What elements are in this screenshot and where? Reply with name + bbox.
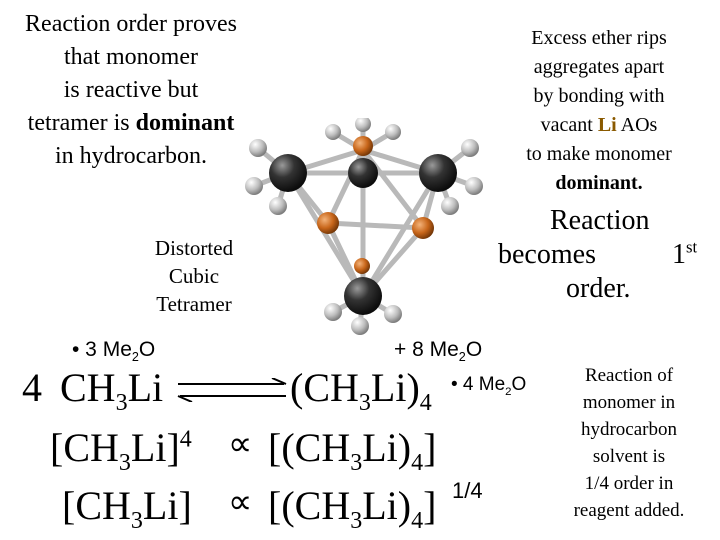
order-note-first: 1st — [672, 238, 697, 272]
forward-arrow-head — [271, 378, 287, 385]
note-bottom-right-line4: solvent is — [592, 446, 666, 467]
left-solvent-label: • 3 Me2O — [72, 338, 156, 365]
rl1-left-sup: 4 — [179, 426, 192, 453]
rl1-left-close: Li] — [130, 425, 180, 470]
note-top-left-line2: that monomer — [64, 44, 198, 70]
rl1-right-open: [(CH — [268, 425, 351, 470]
rl2-left-sub: 3 — [130, 508, 143, 534]
order-note-line2: becomes 1st — [492, 238, 718, 272]
left-solvent-sub: 2 — [131, 350, 139, 365]
rl1-left-open: [CH — [50, 425, 119, 470]
hydrogen-atoms — [245, 118, 483, 335]
note-top-right-line3: by bonding with — [533, 85, 665, 107]
order-note-line3: order. — [566, 273, 631, 304]
rl2-right-close: ] — [423, 483, 437, 528]
structure-label-line3: Tetramer — [156, 292, 232, 316]
rate-law-row1-right: [(CH3Li)4] — [268, 425, 437, 476]
note-top-right-line4: vacant Li AOs — [480, 111, 718, 140]
note-top-right-line1: Excess ether rips — [531, 27, 667, 49]
rate-law-row2-left: [CH3Li] — [62, 483, 192, 534]
rl1-right-close: ] — [423, 425, 437, 470]
order-note-line1: Reaction — [550, 205, 650, 236]
note-top-left-dominant: dominant — [135, 110, 235, 136]
reactant-sub: 3 — [115, 390, 128, 416]
order-note-first-sup: st — [686, 237, 698, 257]
proportional-symbol-2: ∝ — [228, 484, 253, 521]
note-top-right-li: Li — [597, 114, 617, 136]
equilibrium-arrows — [177, 378, 287, 402]
product-open: (CH — [290, 365, 359, 410]
rl1-right-mid: Li) — [362, 425, 412, 470]
rl2-left-close: Li] — [142, 483, 192, 528]
right-solvent-label: + 8 Me2O — [394, 338, 483, 365]
order-note-becomes: becomes — [498, 239, 596, 270]
reactant-coefficient: 4 — [22, 365, 42, 410]
structure-label-line1: Distorted — [154, 236, 234, 260]
right-solvent-text: + 8 Me — [394, 338, 459, 361]
proportional-symbol-1: ∝ — [228, 426, 253, 463]
note-top-right-line4-post: AOs — [616, 114, 658, 136]
note-top-left-line4-text: tetramer is — [27, 110, 136, 136]
note-top-left: Reaction order proves that monomer is re… — [0, 8, 262, 173]
note-top-left-line4: tetramer is dominant — [0, 107, 262, 140]
rl2-right-sub2: 4 — [411, 508, 424, 534]
product-mid: Li) — [370, 365, 420, 410]
reactant-li: Li — [127, 365, 164, 410]
adduct-text: • 4 Me — [451, 374, 506, 395]
rate-law-row2-right: [(CH3Li)4] — [268, 483, 437, 534]
note-bottom-right-line6: reagent added. — [573, 500, 685, 521]
rl1-left-sub: 3 — [118, 450, 131, 476]
adduct-tail: O — [511, 374, 527, 395]
product-tetramer: (CH3Li)4 — [290, 365, 432, 416]
rl2-right-open: [(CH — [268, 483, 351, 528]
structure-label: Distorted Cubic Tetramer — [130, 234, 258, 318]
note-bottom-right: Reaction of monomer in hydrocarbon solve… — [540, 362, 718, 524]
note-top-right-line6: dominant. — [555, 172, 643, 194]
note-bottom-right-line2: monomer in — [582, 392, 676, 413]
note-bottom-right-line3: hydrocarbon — [580, 419, 678, 440]
rl1-right-sub1: 3 — [350, 450, 363, 476]
tetramer-molecule-model — [245, 118, 483, 335]
right-solvent-sub: 2 — [458, 350, 466, 365]
note-top-left-line3: is reactive but — [63, 77, 199, 103]
product-sub2: 4 — [419, 390, 432, 416]
product-sub1: 3 — [358, 390, 371, 416]
product-ether-adduct: • 4 Me2O — [451, 374, 527, 398]
note-top-right-line2: aggregates apart — [533, 56, 665, 78]
note-top-right-line4-pre: vacant — [540, 114, 598, 136]
rl2-right-sub1: 3 — [350, 508, 363, 534]
reactant-monomer: 4 CH3Li — [22, 365, 164, 416]
note-top-right: Excess ether rips aggregates apart by bo… — [480, 24, 718, 198]
note-top-left-line1: Reaction order proves — [25, 11, 237, 37]
left-solvent-text: • 3 Me — [72, 338, 132, 361]
rl2-right-exponent: 1/4 — [452, 478, 483, 503]
rl2-left-open: [CH — [62, 483, 131, 528]
right-solvent-tail: O — [465, 338, 483, 361]
note-top-right-line5: to make monomer — [526, 143, 672, 165]
order-note: Reaction becomes 1st order. — [492, 204, 718, 306]
carbon-atoms — [269, 154, 457, 315]
rate-law-row1-left: [CH3Li]4 — [50, 425, 192, 476]
order-note-first-num: 1 — [672, 239, 686, 270]
rl2-right-mid: Li) — [362, 483, 412, 528]
note-bottom-right-line5: 1/4 order in — [584, 473, 674, 494]
note-top-left-line5: in hydrocarbon. — [55, 143, 207, 169]
structure-label-line2: Cubic — [168, 264, 220, 288]
reactant-ch: CH — [60, 365, 116, 410]
note-bottom-right-line1: Reaction of — [584, 365, 674, 386]
reverse-arrow-head — [177, 395, 193, 402]
rl1-right-sub2: 4 — [411, 450, 424, 476]
lithium-atoms — [317, 136, 434, 274]
adduct-sub: 2 — [505, 385, 512, 398]
left-solvent-tail: O — [138, 338, 156, 361]
